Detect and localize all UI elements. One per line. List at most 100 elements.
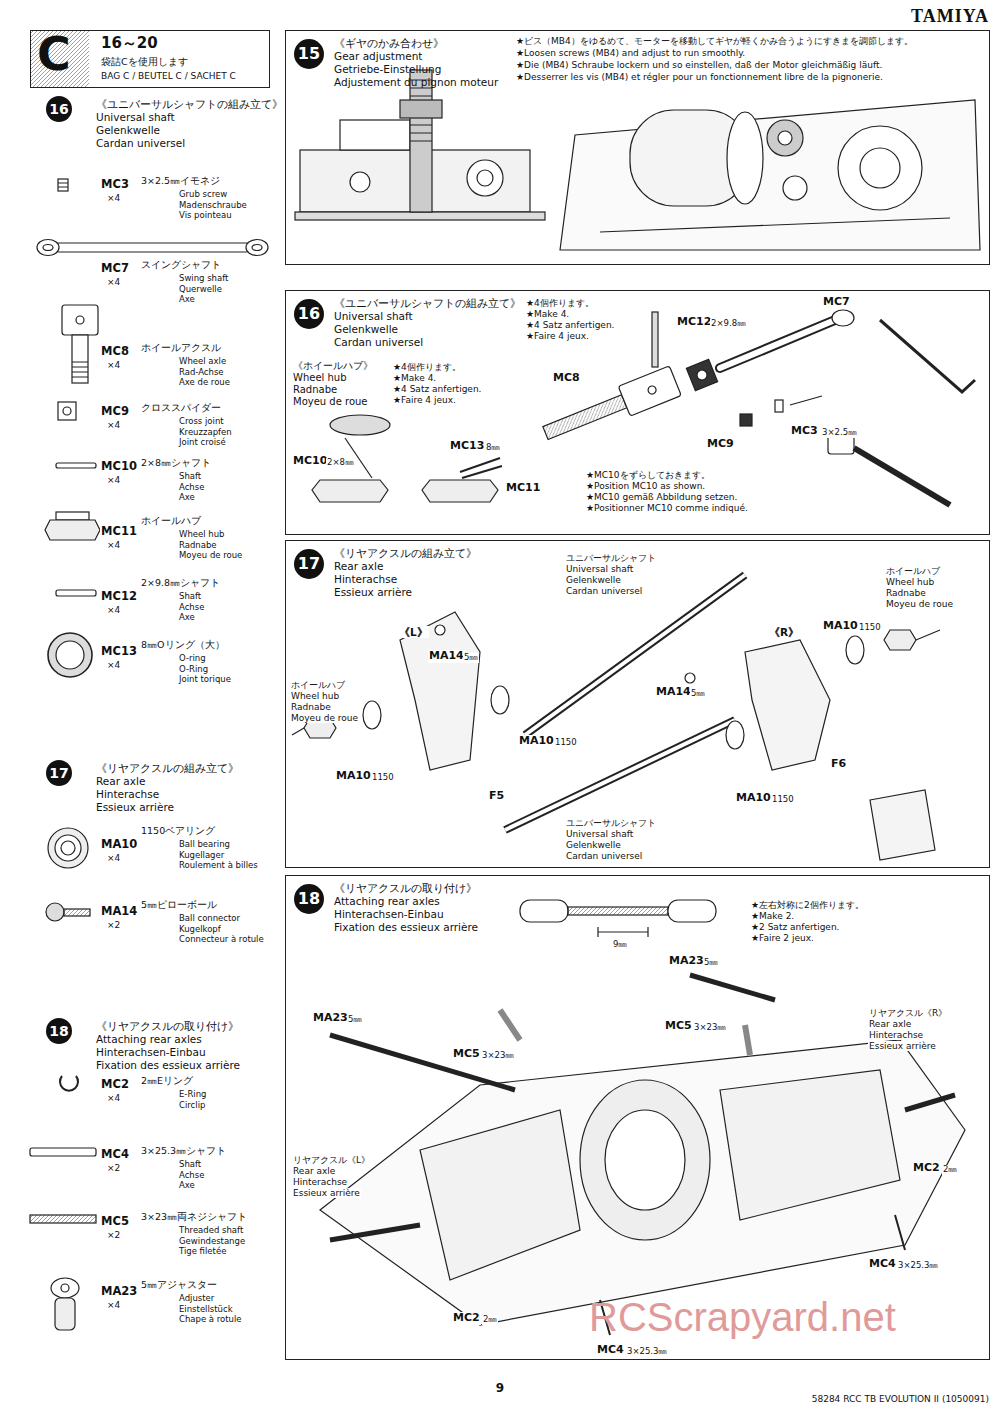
label-text: Universal shaft [95,111,176,123]
label-text: ユニバーサルシャフト [565,818,657,828]
label-text: Gewindestange [178,1237,246,1247]
part-code: MA14 [428,650,465,663]
heading-text: 16～20 [101,35,158,52]
label-text: 5㎜ [690,689,706,699]
rear-axle-illustration [435,625,445,635]
label-text: ×4 [106,660,121,670]
label-text: Hinterachse [292,1177,348,1187]
universal-shaft-illustration [312,480,388,502]
rear-axle-illustration [685,673,695,683]
heading-text: 《リヤアクスルの取り付け》 [334,882,477,894]
label-text: ×2 [106,1230,121,1240]
part-icons [55,835,81,861]
label-text: Axe [178,295,196,305]
label-text: ×4 [106,1093,121,1103]
part-icons [43,245,53,251]
rear-axle-illustration [726,721,744,749]
label-text: Tige filetée [178,1247,227,1257]
rear-axle-illustration [505,720,735,830]
part-icons [37,240,59,256]
label-text: ×2 [106,920,121,930]
label-text: 8㎜ [485,443,501,453]
label-text: ホイールハブ [290,680,346,690]
label-text: Axe [178,613,196,623]
label-text: Ball connector [178,914,241,924]
gear-adjustment-illustration [400,100,442,118]
label-text: Rear axle [868,1019,912,1029]
universal-shaft-illustration [647,385,657,395]
part-code: 9 [495,1382,505,1396]
label-text: ★ビス（MB4）をゆるめて、モーターを移動してギヤが軽くかみ合うようにすきまを調… [515,36,914,46]
label-text: Fixation des essieux arrière [95,1059,241,1071]
part-icons [76,316,84,324]
part-code: MC10 [100,460,138,473]
gear-adjustment-illustration [467,160,503,196]
label-text: 《ユニバーサルシャフトの組み立て》 [95,98,284,110]
step-number: 18 [294,884,324,914]
part-icons [56,641,84,669]
label-text: ★Die (MB4) Schraube lockern und so einst… [515,60,883,70]
part-code: MA23 [668,955,705,968]
label-text: 9㎜ [612,940,628,950]
rear-axle-mount-illustration [420,1110,580,1280]
label-text: ★Faire 4 jeux. [525,331,590,341]
part-code: MC7 [822,296,851,309]
label-text: 3×2.5㎜ [821,428,858,438]
label-text: Rad-Achse [178,368,225,378]
step-panel: 18《リヤアクスルの取り付け》Attaching rear axlesHinte… [285,875,990,1360]
label-text: Threaded shaft [178,1226,244,1236]
label-text: Essieux arrière [868,1041,937,1051]
label-text: Moyeu de roue [178,551,243,561]
heading-text: 《リヤアクスルの組み立て》 [334,547,477,559]
part-code: MC4 [100,1148,130,1161]
rear-axle-mount-illustration [605,1110,685,1210]
heading-text: Rear axle [334,560,383,572]
universal-shaft-illustration [460,458,502,478]
label-text: Wheel hub [178,530,225,540]
gear-adjustment-illustration [838,126,922,210]
part-icons [56,463,96,468]
heading-text: Gelenkwelle [334,323,398,335]
rear-axle-mount-illustration [580,1080,710,1240]
part-code: F6 [830,758,847,771]
label-text: 5㎜ピローボール [140,900,218,911]
universal-shaft-illustration [330,415,390,435]
label-text: 3×23㎜両ネジシャフト [140,1212,248,1223]
part-code: MC3 [790,425,819,438]
label-text: Cardan universel [95,137,186,149]
part-icons [55,1298,75,1330]
part-icons [246,240,268,256]
part-code: MA10 [518,735,555,748]
part-code: MC7 [100,262,130,275]
label-text: Einstellstück [178,1305,234,1315]
part-icons [63,407,71,415]
heading-text: Gear adjustment [334,50,422,62]
universal-shaft-illustration [543,395,627,440]
rear-axle-mount-illustration [330,1225,420,1240]
label-text: リヤアクスル《L》 [292,1155,371,1165]
part-code: TAMIYA [910,6,990,27]
label-text: Moyeu de roue [290,713,359,723]
part-code: MC2 [452,1312,481,1325]
part-icons [46,903,64,921]
label-text: Cardan universel [565,851,643,861]
bag-header-box: C16～20袋詰Cを使用しますBAG C / BEUTEL C / SACHET… [30,30,270,88]
label-text: ★Make 4. [525,309,570,319]
label-text: ×4 [106,475,121,485]
step-number: 17 [46,760,72,786]
gear-adjustment-illustration [340,120,410,150]
gear-adjustment-illustration [560,100,980,250]
universal-shaft-illustration [422,480,498,502]
label-text: Radnabe [885,588,927,598]
universal-shaft-illustration [854,448,950,505]
label-text: ×4 [106,540,121,550]
label-text: 2㎜ [942,1165,958,1175]
label-text: Shaft [178,472,202,482]
rear-axle-mount-illustration [320,1040,965,1325]
part-icons [51,1278,79,1298]
rear-axle-mount-illustration [668,900,716,922]
part-code: MA14 [100,905,138,918]
part-code: F5 [488,790,505,803]
label-text: Rear axle [95,775,146,787]
gear-adjustment-illustration [727,112,763,204]
